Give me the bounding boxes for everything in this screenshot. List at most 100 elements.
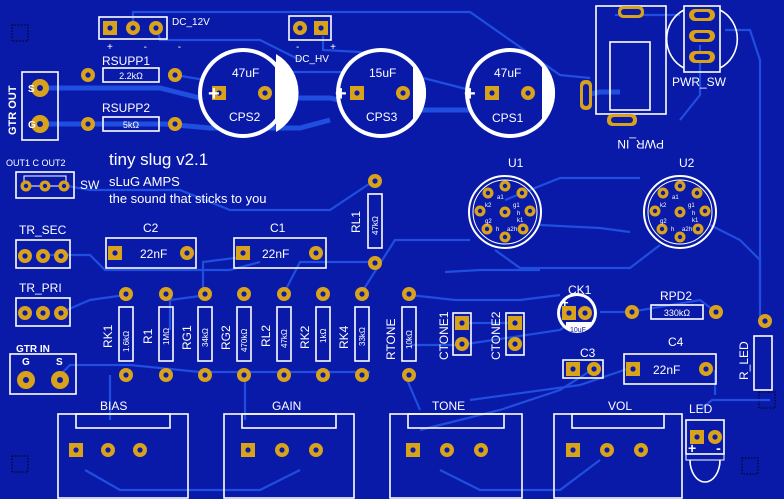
led-pins: + - xyxy=(688,440,729,456)
c2-name: C2 xyxy=(143,221,159,235)
u2-pin-g1: g1 xyxy=(688,203,695,209)
tr-pri-label: TR_PRI xyxy=(19,281,62,295)
gain-name: GAIN xyxy=(272,399,301,413)
u2-tube-socket: U2 a1 k2 g1 h k1 g2 h a2 h xyxy=(643,156,717,249)
rsupp2-value: 5kΩ xyxy=(123,120,140,130)
u2-pin-k1: k1 xyxy=(692,218,699,224)
u2-name: U2 xyxy=(679,156,695,170)
dchv-label: DC_HV xyxy=(295,54,329,65)
rtone-value: 10kΩ xyxy=(405,330,414,349)
u2-pin-h2: h xyxy=(671,227,674,233)
rl1-resistor: RL1 47kΩ xyxy=(349,174,383,270)
dchv-pins: - + xyxy=(296,42,350,53)
u1-pin-g1: g1 xyxy=(513,203,520,209)
tr-sec-connector: TR_SEC xyxy=(15,223,71,269)
c1-value: 22nF xyxy=(262,247,289,261)
rk1-value: 1.6kΩ xyxy=(122,331,131,352)
pwr-sw-label: PWR_SW xyxy=(672,75,727,89)
rg2-resistor: RG2 470kΩ xyxy=(219,287,252,382)
ctone1-name: CTONE1 xyxy=(437,311,451,360)
tone-name: TONE xyxy=(432,399,465,413)
rsupp2-name: RSUPP2 xyxy=(102,101,150,115)
status-led: LED + - xyxy=(685,402,729,483)
vol-name: VOL xyxy=(608,399,632,413)
u2-pin-a1: a1 xyxy=(672,195,679,201)
gtr-in-g: G xyxy=(22,357,30,368)
sw-label: SW xyxy=(80,178,100,192)
rk4-name: RK4 xyxy=(337,325,351,349)
rk2-name: RK2 xyxy=(298,325,312,349)
rl1-name: RL1 xyxy=(349,211,363,233)
tr-sec-label: TR_SEC xyxy=(19,223,67,237)
sw-connector: OUT1 C OUT2 SW xyxy=(6,158,100,199)
c4-name: C4 xyxy=(668,335,684,349)
cps2-name: CPS2 xyxy=(229,110,261,124)
cps2-value: 47uF xyxy=(232,66,259,80)
cps3-name: CPS3 xyxy=(366,110,398,124)
dchv-connector: DC_HV - + xyxy=(288,15,350,65)
rl2-name: RL2 xyxy=(259,325,273,347)
gtr-in-s: S xyxy=(56,357,63,368)
rl1-value: 47kΩ xyxy=(371,216,380,235)
pwr-in-jack: PWR_IN xyxy=(580,5,667,151)
r-led-resistor: R_LED xyxy=(737,314,773,391)
u1-name: U1 xyxy=(508,156,524,170)
svg-text:+: + xyxy=(561,295,569,310)
rtone-resistor: RTONE 10kΩ xyxy=(384,287,417,382)
gtr-out-s: S xyxy=(28,84,35,95)
u1-tube-socket: U1 a1 k2 g1 h k1 g2 h a2 h xyxy=(468,156,542,249)
u2-pin-h: h xyxy=(692,211,695,217)
bias-potentiometer: BIAS xyxy=(57,399,189,499)
rk4-resistor: RK4 33kΩ xyxy=(337,287,370,382)
pwr-sw-switch: PWR_SW xyxy=(665,5,739,89)
bias-name: BIAS xyxy=(100,399,127,413)
rsupp1-resistor: RSUPP1 2.2kΩ xyxy=(81,54,182,83)
svg-text:+: + xyxy=(208,83,220,105)
u1-pin-a1: a1 xyxy=(497,195,504,201)
r1-value: 1MΩ xyxy=(162,328,171,345)
led-name: LED xyxy=(689,402,713,416)
cps1-capacitor: + 47uF CPS1 xyxy=(464,48,556,138)
cps1-value: 47uF xyxy=(494,66,521,80)
c1-name: C1 xyxy=(270,221,286,235)
u1-pin-k1: k1 xyxy=(517,218,524,224)
c3-capacitor: C3 xyxy=(562,346,604,379)
gtr-in-connector: GTR IN G S xyxy=(9,344,77,395)
r1-resistor: R1 1MΩ xyxy=(141,287,174,382)
c2-capacitor: C2 22nF xyxy=(105,221,197,269)
rg1-name: RG1 xyxy=(180,325,194,350)
cps2-capacitor: + 47uF CPS2 xyxy=(198,48,299,138)
r-led-name: R_LED xyxy=(737,341,751,380)
u2-pin-a2: a2 xyxy=(682,227,689,233)
rk2-value: 1kΩ xyxy=(319,329,328,343)
rk4-value: 33kΩ xyxy=(358,327,367,346)
board-tagline: the sound that sticks to you xyxy=(109,191,267,206)
u1-pin-h3: h xyxy=(514,227,517,233)
ctone2-capacitor: CTONE2 xyxy=(489,311,525,360)
rpd2-name: RPD2 xyxy=(660,289,692,303)
u1-pin-h2: h xyxy=(496,227,499,233)
rpd2-value: 330kΩ xyxy=(664,308,691,318)
rl2-value: 47kΩ xyxy=(280,329,289,348)
c2-value: 22nF xyxy=(140,247,167,261)
dc12v-label: DC_12V xyxy=(172,17,210,28)
cps3-value: 15uF xyxy=(369,66,396,80)
c3-name: C3 xyxy=(580,346,596,360)
gtr-out-connector: S G GTR OUT xyxy=(7,71,59,141)
sw-pins: OUT1 C OUT2 xyxy=(6,158,66,168)
dc12v-connector: DC_12V + - - xyxy=(98,16,210,53)
u2-pin-k2: k2 xyxy=(660,203,667,209)
gtr-out-label: GTR OUT xyxy=(7,85,19,135)
rpd2-resistor: RPD2 330kΩ xyxy=(625,289,723,320)
r1-name: R1 xyxy=(141,328,155,344)
rg2-value: 470kΩ xyxy=(240,329,249,352)
gain-potentiometer: GAIN xyxy=(223,399,355,499)
tone-potentiometer: TONE xyxy=(389,399,523,499)
mounting-hole xyxy=(741,457,759,475)
cps3-capacitor: + 15uF CPS3 xyxy=(335,48,427,138)
c4-value: 22nF xyxy=(653,363,680,377)
u1-pin-g2: g2 xyxy=(485,219,492,225)
mounting-hole xyxy=(11,24,29,42)
u1-pin-h: h xyxy=(517,211,520,217)
